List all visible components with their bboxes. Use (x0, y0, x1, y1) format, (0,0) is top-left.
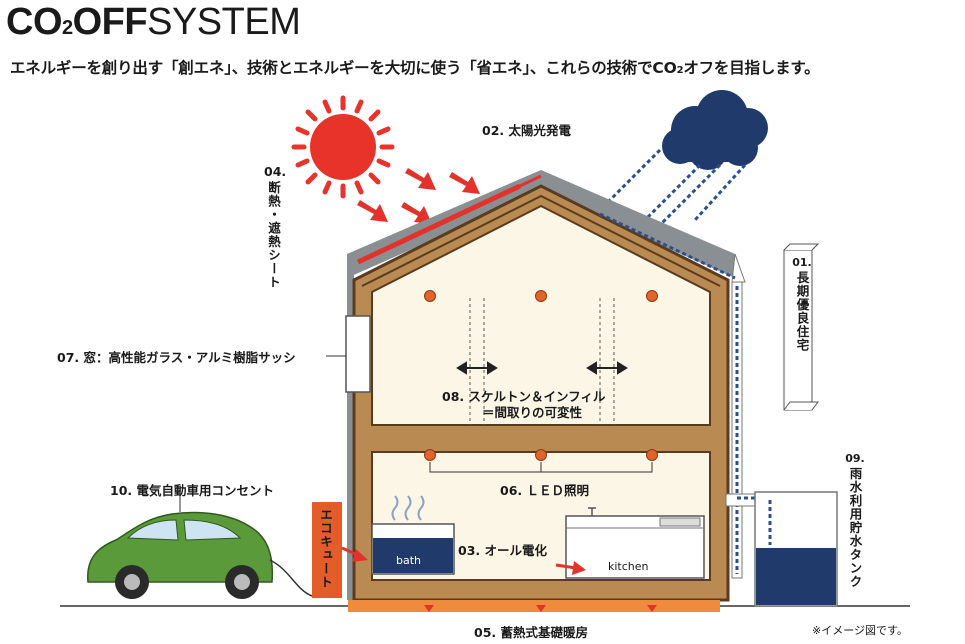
label-long-life-house: 01. 長期優良住宅 (792, 256, 812, 352)
footnote: ※イメージ図です。 (812, 624, 908, 637)
page-title: CO2OFFSYSTEM (6, 1, 301, 43)
label-skeleton-infill: 08. スケルトン＆インフィル (442, 389, 606, 404)
subtitle: エネルギーを創り出す「創エネ」、技術とエネルギーを大切に使う「省エネ」、これらの… (10, 59, 820, 77)
label-floor-heating: 05. 蓄熱式基礎暖房 (474, 625, 588, 640)
label-insulation-sheet: 04. 断熱・遮熱シート (264, 164, 287, 289)
bathtub (371, 495, 455, 575)
electric-car-icon (87, 511, 313, 599)
label-rainwater-tank: 09. 雨水利用貯水タンク (845, 452, 865, 589)
sign-board (783, 243, 820, 411)
downspout (731, 253, 746, 579)
sun-icon (291, 95, 395, 199)
solar-panel (356, 183, 522, 265)
rainwater-tank (725, 491, 838, 607)
label-bath: bath (396, 554, 422, 567)
double-arrow-icon (456, 361, 628, 375)
label-kitchen: kitchen (608, 560, 649, 573)
heat-arrow-icon (424, 605, 657, 612)
rain-cloud-icon (662, 90, 768, 170)
label-all-electric: 03. オール電化 (458, 543, 547, 558)
floor-heating (348, 600, 720, 612)
label-skeleton-infill-sub: ＝間取りの可変性 (482, 405, 583, 420)
label-ecocute: エコキュート (318, 508, 333, 589)
led-light-icon (424, 290, 658, 461)
sunlight-arrow-icon (357, 168, 480, 224)
label-ev-outlet: 10. 電気自動車用コンセント (110, 483, 274, 498)
ecocute-unit (312, 502, 342, 598)
label-led: 06. ＬＥＤ照明 (500, 483, 589, 498)
kitchen-counter (565, 507, 705, 579)
label-window: 07. 窓：高性能ガラス・アルミ樹脂サッシ (57, 350, 296, 365)
upper-room (371, 204, 711, 426)
window (345, 315, 371, 393)
label-solar-power: 02. 太陽光発電 (482, 123, 571, 138)
